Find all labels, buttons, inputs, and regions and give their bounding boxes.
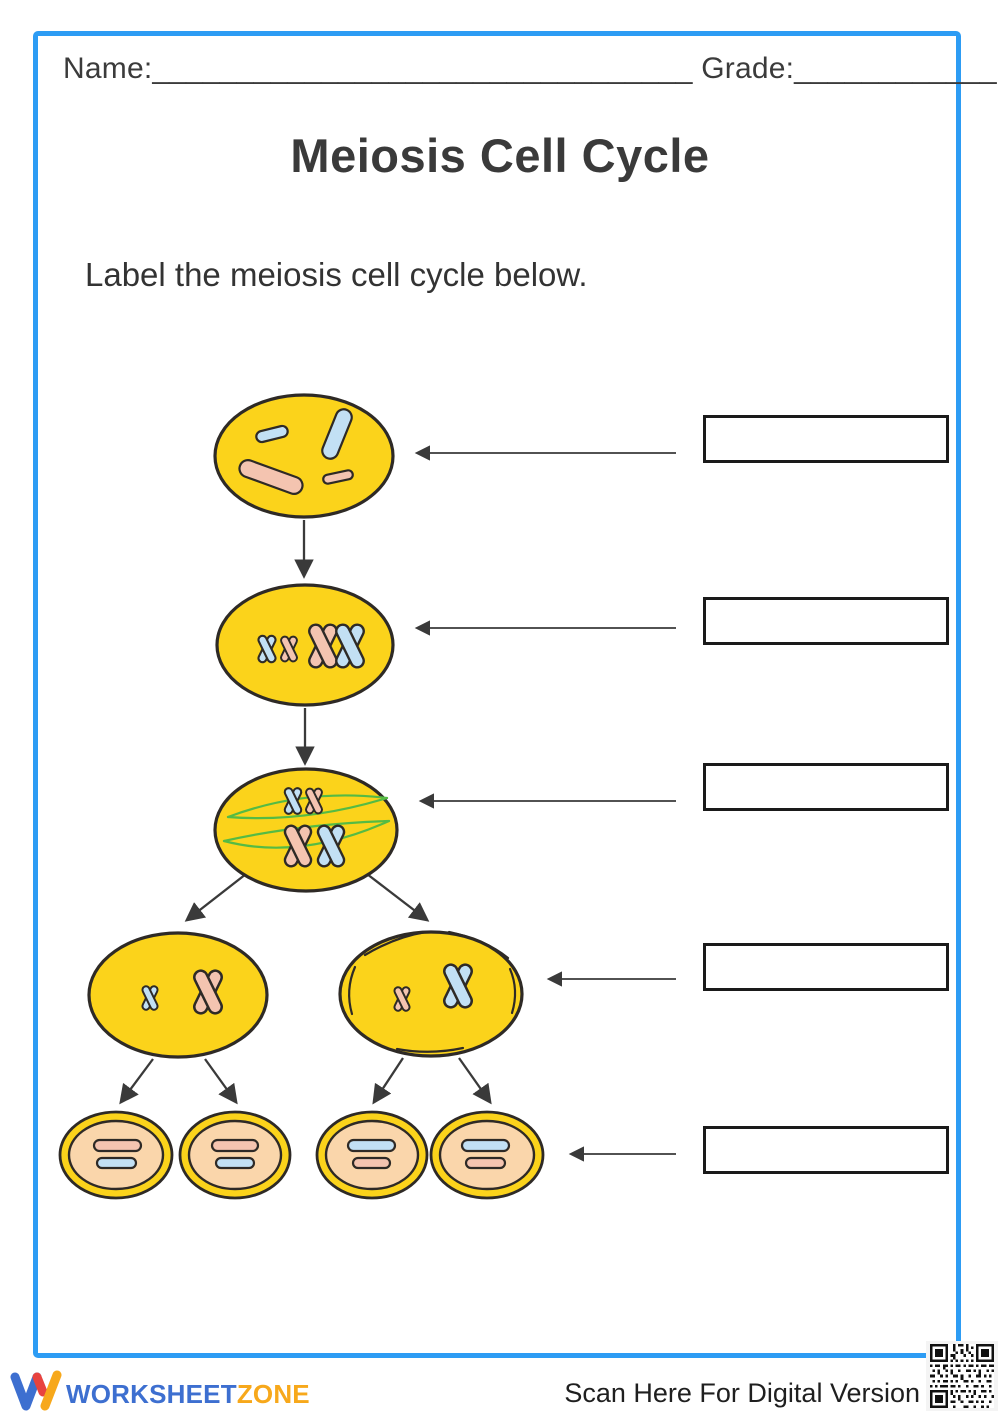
worksheetzone-logo-icon <box>10 1370 62 1411</box>
brand-worksheet: WORKSHEET <box>66 1379 237 1409</box>
flow-arrows <box>119 520 492 1105</box>
chromosome-thread-pink-small <box>322 469 354 485</box>
gamete-cell-2 <box>178 1110 292 1200</box>
cell-stage-2 <box>215 583 395 707</box>
instruction-text: Label the meiosis cell cycle below. <box>85 256 588 293</box>
chromosome-thread-blue-large <box>321 408 353 460</box>
scan-here-text: Scan Here For Digital Version <box>564 1378 920 1408</box>
answer-box-3[interactable] <box>703 763 949 811</box>
chromosome-thread-blue-small <box>255 424 289 444</box>
answer-box-5[interactable] <box>703 1126 949 1174</box>
gamete-cell-4 <box>429 1110 545 1200</box>
gamete-cell-1 <box>58 1110 174 1200</box>
cell-stage-3 <box>213 767 399 893</box>
name-label: Name: <box>63 52 153 85</box>
grade-blank-line[interactable]: ____________ <box>794 52 997 85</box>
gamete-cell-3 <box>315 1110 429 1200</box>
label-arrows <box>414 445 676 1162</box>
page-border <box>33 31 961 1358</box>
chromosome-thread-pink-large <box>238 459 304 495</box>
name-grade-row: Name:________________________________ Gr… <box>63 52 997 86</box>
answer-box-4[interactable] <box>703 943 949 991</box>
cell-stage-4-left <box>87 931 269 1059</box>
footer: WORKSHEETZONE Scan Here For Digital Vers… <box>0 1338 1000 1414</box>
page-title: Meiosis Cell Cycle <box>290 129 710 182</box>
brand-name: WORKSHEETZONE <box>66 1379 310 1410</box>
name-blank-line[interactable]: ________________________________ <box>152 52 693 85</box>
grade-label: Grade: <box>701 52 795 85</box>
answer-box-2[interactable] <box>703 597 949 645</box>
brand-zone: ZONE <box>236 1379 310 1409</box>
answer-box-1[interactable] <box>703 415 949 463</box>
cell-stage-4-right <box>338 930 524 1058</box>
cell-stage-1 <box>213 393 395 519</box>
qr-code-icon <box>926 1341 998 1411</box>
